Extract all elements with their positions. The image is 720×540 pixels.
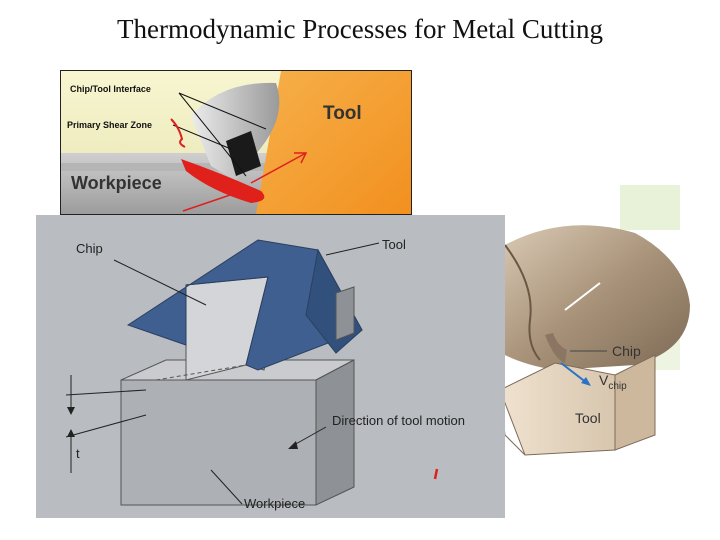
chip-velocity-arrow xyxy=(560,362,588,384)
motion-arrow xyxy=(293,426,327,446)
cutting-tool xyxy=(499,362,616,456)
red-annotation-mark xyxy=(433,468,439,480)
velocity-label: Vchip xyxy=(599,372,627,392)
highlight-line xyxy=(564,282,601,311)
tool-label: Tool xyxy=(323,103,362,124)
chip-label: Chip xyxy=(612,343,641,359)
chip-tool-interface-label: Chip/Tool Interface xyxy=(70,84,151,94)
primary-shear-zone-label: Primary Shear Zone xyxy=(67,120,152,130)
shear-zone-illustration: Chip/Tool Interface Primary Shear Zone T… xyxy=(60,70,412,215)
tool-block xyxy=(256,71,411,214)
tool-label: Tool xyxy=(382,237,406,252)
background-fragment xyxy=(620,185,680,230)
workpiece-label: Workpiece xyxy=(244,496,305,511)
orthogonal-cutting-svg: Chip Tool Direction of tool motion Workp… xyxy=(36,215,505,518)
shear-cavity xyxy=(226,131,261,176)
chip-label: Chip xyxy=(76,241,103,256)
workpiece-edge xyxy=(504,244,541,361)
tool-label: Tool xyxy=(575,410,601,426)
shear-zone-svg: Chip/Tool Interface Primary Shear Zone T… xyxy=(61,71,411,214)
workpiece-label: Workpiece xyxy=(71,173,162,193)
red-annotation-mark xyxy=(170,118,186,148)
direction-of-tool-motion-label: Direction of tool motion xyxy=(332,413,465,428)
red-arrow xyxy=(182,192,237,212)
tool-side xyxy=(614,354,656,451)
cutting-tool xyxy=(126,239,363,371)
lathe-turning-illustration: Chip Vchip Tool xyxy=(495,185,720,540)
chip-curl xyxy=(545,333,567,363)
lathe-turning-svg: Chip Vchip Tool xyxy=(499,185,690,456)
red-arrow xyxy=(250,152,307,184)
slide-title: Thermodynamic Processes for Metal Cuttin… xyxy=(117,14,603,44)
orthogonal-cutting-diagram: Chip Tool Direction of tool motion Workp… xyxy=(36,215,505,518)
primary-shear-zone xyxy=(181,159,265,203)
thickness-label: t xyxy=(76,446,80,461)
